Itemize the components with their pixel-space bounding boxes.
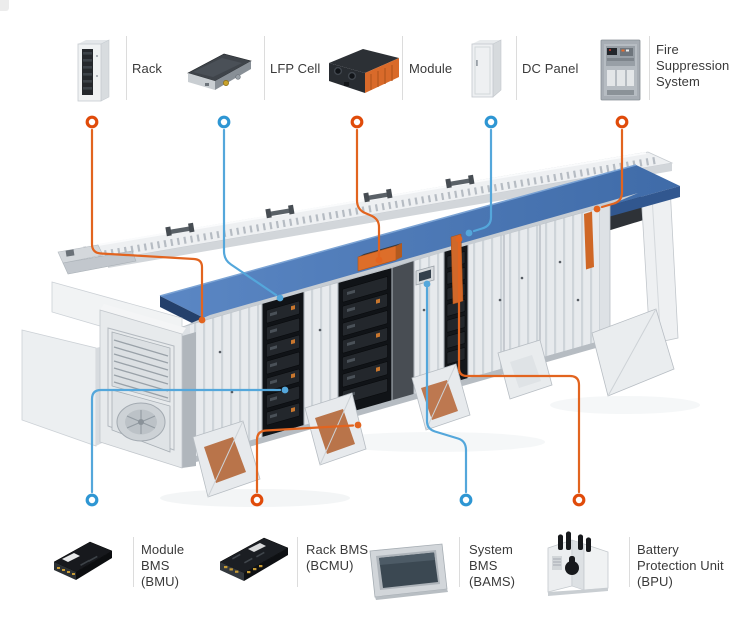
rack-bay [190, 304, 262, 458]
hvac-fan [111, 389, 171, 453]
callout-lines [90, 128, 624, 494]
module-bms-thumbnail [53, 541, 113, 580]
legend-divider [126, 36, 127, 100]
rail-clamp [265, 204, 295, 219]
hvac-unit [99, 304, 196, 469]
open-hatch-door [192, 420, 261, 498]
dc-panel-connector-dot [484, 115, 498, 129]
system-bms-thumbnail [369, 543, 448, 600]
open-hatch-door [591, 308, 675, 397]
legend-divider [402, 36, 403, 100]
fire-suppression-connector-dot [615, 115, 629, 129]
rack-bms-thumbnail [219, 537, 289, 581]
corner-artifact [0, 0, 9, 11]
rail-clamp [165, 222, 195, 237]
legend-divider [133, 537, 134, 587]
dc-panel-thumbnail [471, 39, 502, 98]
rail-clamp [445, 174, 475, 189]
open-hatch-door [497, 339, 553, 400]
module-callout-line [355, 128, 381, 258]
end-door-right [639, 174, 679, 345]
panel-rivets [218, 260, 580, 394]
system-bms-callout-line [425, 286, 468, 494]
lfp-cell-thumbnail [187, 53, 252, 90]
open-hatch-door [304, 392, 367, 466]
module-bms-label: Module BMS (BMU) [141, 542, 185, 590]
fire-pipe-strip [584, 211, 594, 270]
legend-divider [459, 537, 460, 587]
module-thumbnail [329, 49, 399, 93]
ground-shadow [550, 396, 700, 414]
battery-rack-stack-2 [338, 268, 392, 416]
connector-dots [85, 115, 629, 507]
system-bms-label: System BMS (BAMS) [469, 542, 516, 590]
system-bms-connector-dot [459, 493, 473, 507]
legend-divider [649, 36, 650, 100]
rack-bay [414, 252, 444, 394]
ground-shadow [325, 432, 545, 452]
module-bms-connector-dot [85, 493, 99, 507]
battery-rack-stack-1 [262, 292, 304, 437]
rack-connector-dot [85, 115, 99, 129]
dc-busbar-strip [450, 233, 464, 305]
bpu-thumbnail [547, 531, 609, 596]
rack-bms-callout-line [255, 424, 355, 494]
bpu-label: Battery Protection Unit (BPU) [637, 542, 724, 590]
legend-divider [629, 537, 630, 587]
module-bms-callout-line [90, 388, 282, 494]
legend-divider [264, 36, 265, 100]
callout-endpoints [198, 205, 601, 429]
rack-bay [304, 283, 338, 425]
rail-clamp [363, 188, 393, 203]
bpu-callout-line [457, 241, 581, 494]
container-top-lip [182, 193, 638, 327]
rack-bms-label: Rack BMS (BCMU) [306, 542, 369, 574]
dc-panel-label: DC Panel [522, 61, 579, 76]
fire-suppression-thumbnail [600, 39, 641, 101]
module-label: Module [409, 61, 453, 76]
module-connector-dot [350, 115, 364, 129]
dc-panel-callout-line [472, 128, 493, 233]
fire-suppression-label: Fire Suppression System [656, 42, 730, 90]
rack-thumbnail [77, 39, 110, 102]
legend-divider [297, 537, 298, 587]
rack-callout-line [90, 128, 204, 318]
recessed-bay [392, 261, 414, 401]
rack-label: Rack [132, 61, 163, 76]
lfp-cell-label: LFP Cell [270, 61, 321, 76]
bay-separators [261, 225, 541, 437]
fire-suppression-callout-line [600, 128, 624, 209]
rack-bms-connector-dot [250, 493, 264, 507]
container-illustration [21, 151, 700, 507]
lfp-cell-callout-line [222, 128, 278, 297]
bpu-connector-dot [572, 493, 586, 507]
lfp-cell-connector-dot [217, 115, 231, 129]
rack-display-panel [415, 265, 435, 286]
rack-bay [540, 208, 600, 358]
rail-end-bracket [57, 244, 137, 275]
legend-divider [516, 36, 517, 100]
